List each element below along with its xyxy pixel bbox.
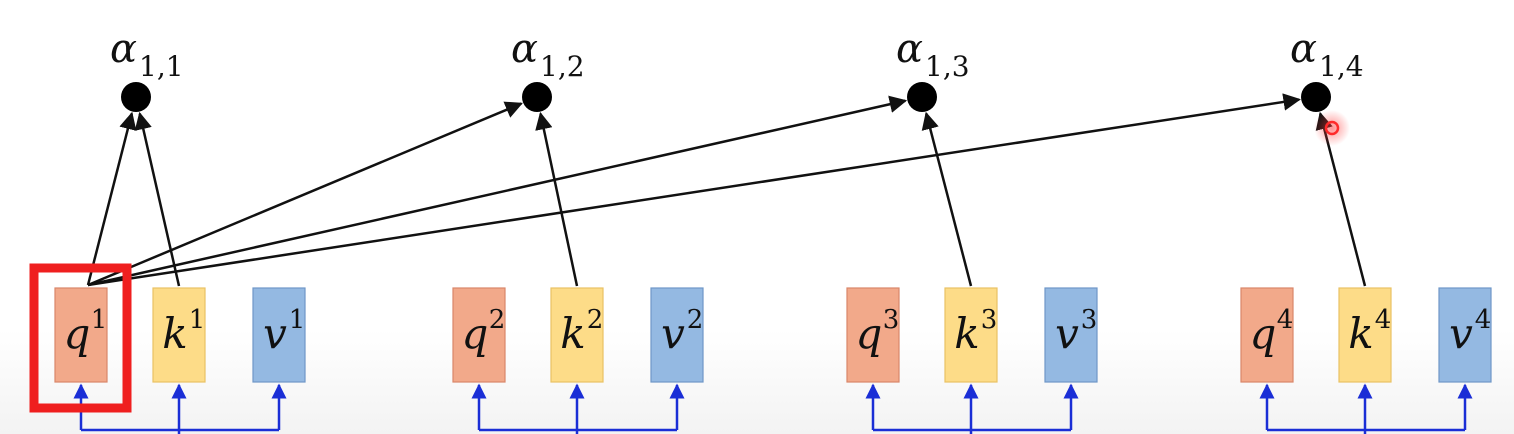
query-to-score-arrow	[87, 93, 1301, 287]
key-to-score-arrow	[921, 111, 973, 287]
v-box	[1438, 287, 1492, 383]
q-label: q	[1250, 309, 1277, 358]
query-to-score-arrow	[87, 101, 523, 287]
q-box	[452, 287, 506, 383]
v-superscript: 2	[687, 305, 704, 335]
q-superscript: 2	[489, 305, 506, 335]
alpha-subscript: 1,3	[925, 50, 970, 83]
q-box	[1240, 287, 1294, 383]
q-label: q	[64, 309, 91, 358]
q-label: q	[856, 309, 883, 358]
query-to-score-arrow	[87, 95, 908, 287]
score-node	[522, 82, 552, 112]
alpha-subscript: 1,1	[139, 50, 184, 83]
attention-arrows	[86, 93, 1367, 287]
v-superscript: 4	[1475, 305, 1492, 335]
alpha-symbol: α	[511, 26, 538, 72]
input-lines	[73, 383, 1473, 434]
v-label: v	[1449, 309, 1473, 358]
v-superscript: 1	[289, 305, 306, 335]
k-label: k	[1348, 309, 1373, 358]
q-box	[54, 287, 108, 383]
score-node	[121, 82, 151, 112]
v-label: v	[1055, 309, 1079, 358]
k-superscript: 2	[587, 305, 604, 335]
k-superscript: 4	[1375, 305, 1392, 335]
q-superscript: 3	[883, 305, 900, 335]
v-label: v	[661, 309, 685, 358]
key-to-score-arrow	[134, 111, 181, 287]
highlight-frame	[29, 263, 132, 413]
k-label: k	[954, 309, 979, 358]
v-label: v	[263, 309, 287, 358]
v-superscript: 3	[1081, 305, 1098, 335]
v-box	[1044, 287, 1098, 383]
v-box	[252, 287, 306, 383]
k-box	[1338, 287, 1392, 383]
q-box	[846, 287, 900, 383]
alpha-symbol: α	[896, 26, 923, 72]
k-superscript: 1	[189, 305, 206, 335]
q-superscript: 1	[91, 305, 108, 335]
alpha-symbol: α	[1290, 26, 1317, 72]
alpha-subscript: 1,2	[540, 50, 585, 83]
k-box	[944, 287, 998, 383]
q-superscript: 4	[1277, 305, 1294, 335]
k-superscript: 3	[981, 305, 998, 335]
k-label: k	[560, 309, 585, 358]
k-label: k	[162, 309, 187, 358]
v-box	[650, 287, 704, 383]
alpha-symbol: α	[110, 26, 137, 72]
cursor-ring-icon	[1314, 110, 1350, 146]
key-to-score-arrow	[535, 111, 579, 287]
query-to-score-arrow	[86, 111, 137, 286]
score-node	[1301, 82, 1331, 112]
k-box	[152, 287, 206, 383]
overlay	[29, 110, 1350, 413]
q-label: q	[462, 309, 489, 358]
alpha-subscript: 1,4	[1319, 50, 1364, 83]
score-node	[907, 82, 937, 112]
k-box	[550, 287, 604, 383]
